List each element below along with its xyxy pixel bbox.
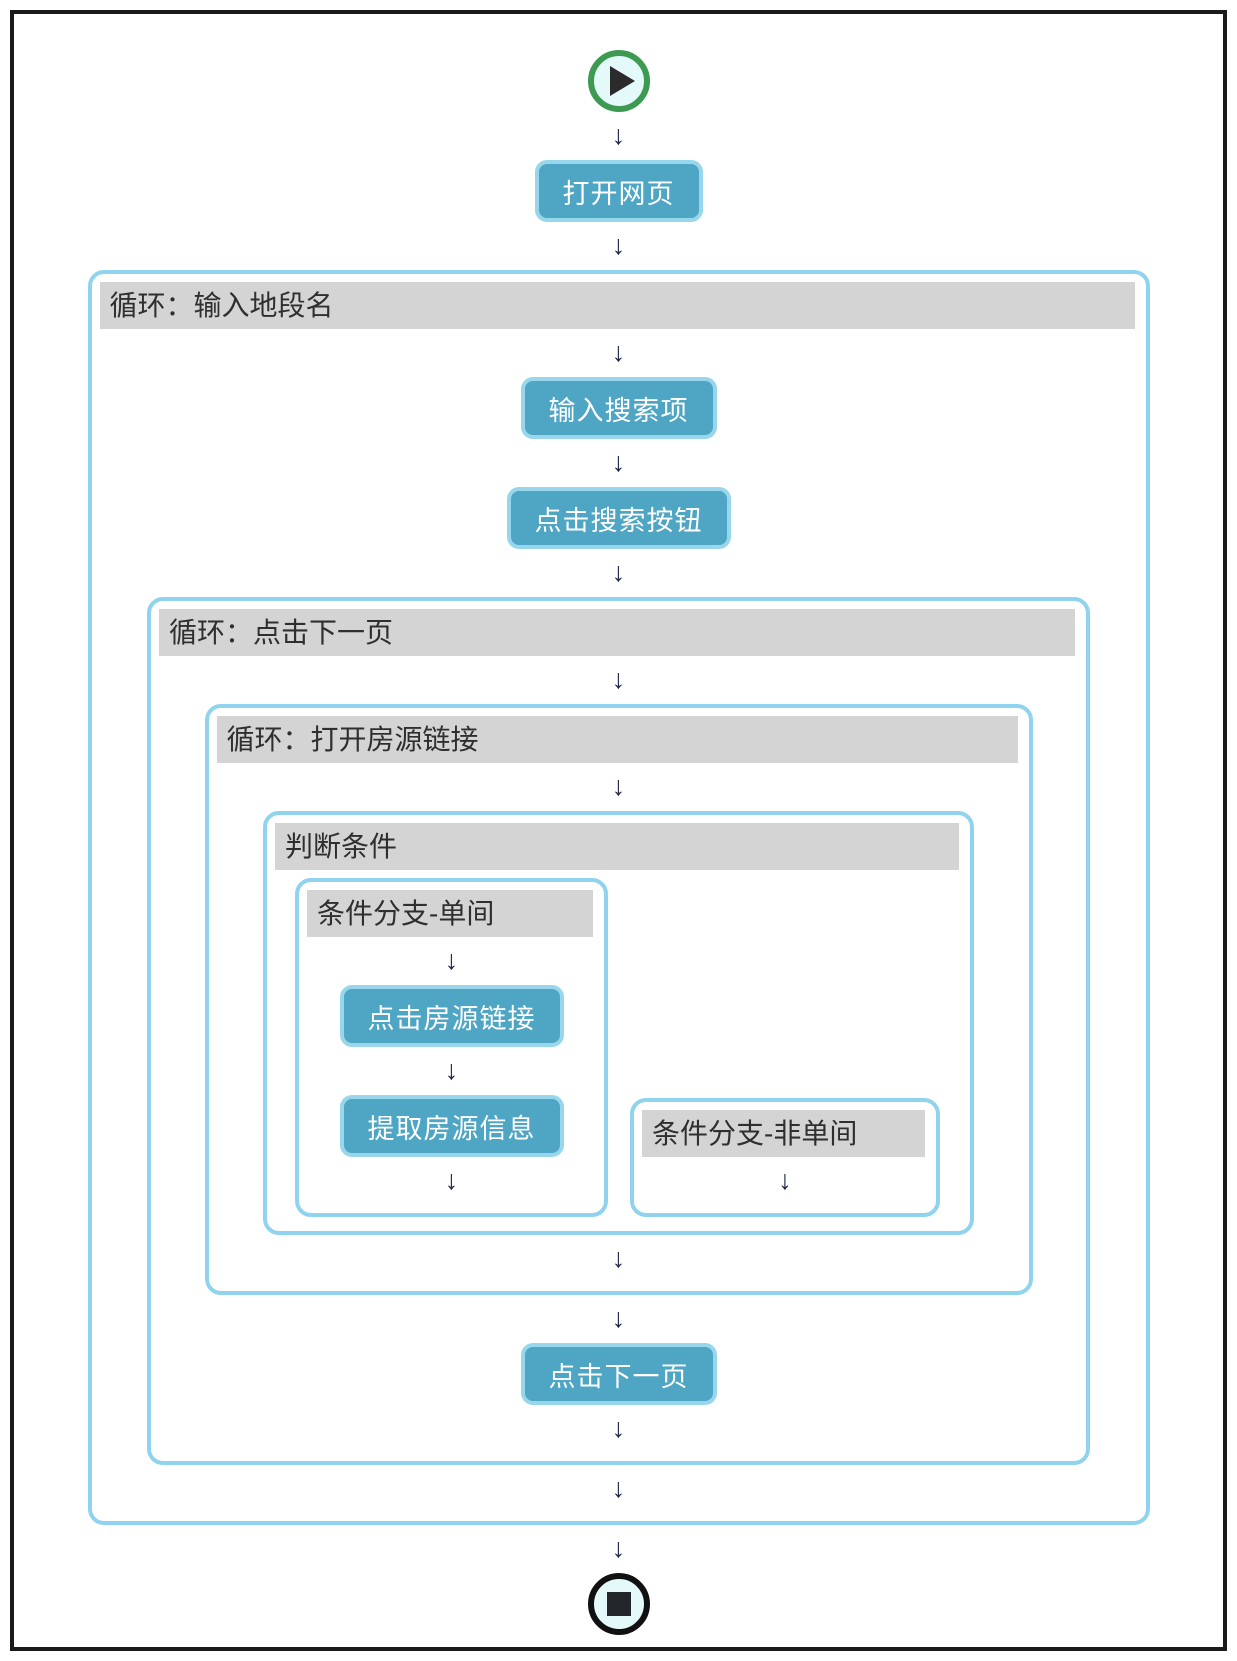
down-arrow-icon: ↓ xyxy=(611,447,626,477)
step-click-listing[interactable]: 点击房源链接 xyxy=(339,985,564,1047)
down-arrow-icon: ↓ xyxy=(444,1055,459,1085)
down-arrow-icon: ↓ xyxy=(611,1243,626,1273)
condition-container: 判断条件 条件分支-单间 ↓ 点击房源链接 ↓ 提取房源信息 ↓ xyxy=(263,811,974,1235)
step-click-next-page[interactable]: 点击下一页 xyxy=(520,1343,717,1405)
down-arrow-icon: ↓ xyxy=(444,1165,459,1195)
step-open-page[interactable]: 打开网页 xyxy=(534,160,703,222)
branch-not-single-header[interactable]: 条件分支-非单间 xyxy=(642,1110,925,1157)
step-click-search[interactable]: 点击搜索按钮 xyxy=(506,487,731,549)
down-arrow-icon: ↓ xyxy=(611,1533,626,1563)
loop-container-location: 循环：输入地段名 ↓ 输入搜索项 ↓ 点击搜索按钮 ↓ 循环：点击下一页 ↓ 循… xyxy=(87,270,1150,1525)
down-arrow-icon: ↓ xyxy=(611,337,626,367)
down-arrow-icon: ↓ xyxy=(611,664,626,694)
down-arrow-icon: ↓ xyxy=(611,120,626,150)
loop-header-next-page[interactable]: 循环：点击下一页 xyxy=(159,609,1075,656)
stop-icon xyxy=(606,1592,631,1616)
down-arrow-icon: ↓ xyxy=(611,1303,626,1333)
workflow-flow-column: ↓ 打开网页 ↓ 循环：输入地段名 ↓ 输入搜索项 ↓ 点击搜索按钮 ↓ 循环：… xyxy=(14,14,1223,1635)
loop-header-open-listing[interactable]: 循环：打开房源链接 xyxy=(216,716,1018,763)
condition-branches-row: 条件分支-单间 ↓ 点击房源链接 ↓ 提取房源信息 ↓ 条件分支-非单间 ↓ xyxy=(295,878,970,1217)
start-node[interactable] xyxy=(587,50,650,112)
down-arrow-icon: ↓ xyxy=(444,945,459,975)
workflow-canvas-frame: ↓ 打开网页 ↓ 循环：输入地段名 ↓ 输入搜索项 ↓ 点击搜索按钮 ↓ 循环：… xyxy=(10,10,1227,1651)
down-arrow-icon: ↓ xyxy=(611,557,626,587)
branch-single-container: 条件分支-单间 ↓ 点击房源链接 ↓ 提取房源信息 ↓ xyxy=(295,878,608,1217)
play-icon xyxy=(609,66,635,96)
branch-single-header[interactable]: 条件分支-单间 xyxy=(307,890,593,937)
end-node[interactable] xyxy=(587,1573,650,1635)
branch-not-single-container: 条件分支-非单间 ↓ xyxy=(630,1098,940,1217)
loop-container-next-page: 循环：点击下一页 ↓ 循环：打开房源链接 ↓ 判断条件 条件分支-单间 ↓ 点击… xyxy=(147,597,1090,1465)
down-arrow-icon: ↓ xyxy=(611,771,626,801)
loop-container-open-listing: 循环：打开房源链接 ↓ 判断条件 条件分支-单间 ↓ 点击房源链接 ↓ 提取房源… xyxy=(204,704,1033,1295)
condition-header[interactable]: 判断条件 xyxy=(275,823,959,870)
down-arrow-icon: ↓ xyxy=(778,1165,792,1195)
down-arrow-icon: ↓ xyxy=(611,1413,626,1443)
down-arrow-icon: ↓ xyxy=(611,230,626,260)
down-arrow-icon: ↓ xyxy=(611,1473,626,1503)
step-extract-listing[interactable]: 提取房源信息 xyxy=(339,1095,564,1157)
loop-header-location[interactable]: 循环：输入地段名 xyxy=(99,282,1135,329)
step-enter-search[interactable]: 输入搜索项 xyxy=(520,377,717,439)
